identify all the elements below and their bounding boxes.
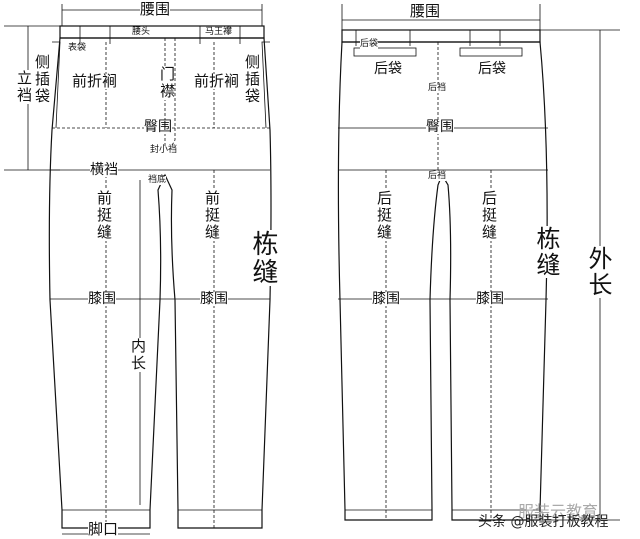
- front-waistband: [59, 25, 265, 39]
- front-knee-left-label: 膝围: [88, 291, 116, 307]
- front-waist-label: 腰围: [140, 0, 171, 18]
- inseam-cross-label: 裆底: [148, 175, 167, 185]
- front-side-seam-label: 栋缝: [248, 230, 278, 286]
- front-outline: [48, 37, 272, 529]
- back-rise-label: 后裆: [428, 83, 447, 93]
- back-pocket-right: [459, 47, 523, 57]
- back-pocket-left: [353, 47, 417, 57]
- front-hip-label: 臀围: [144, 119, 172, 135]
- back-knee-right-label: 膝围: [476, 291, 504, 307]
- back-pocket-small-label: 后袋: [360, 39, 379, 49]
- watch-pocket-label: 表袋: [68, 43, 87, 53]
- side-pocket-right-label: 侧插袋: [243, 54, 261, 105]
- rise-label: 立裆: [15, 70, 33, 104]
- back-crease-right-label: 后挺缝: [480, 190, 498, 241]
- back-outline: [337, 41, 548, 521]
- back-pocket-left-label: 后袋: [374, 61, 402, 77]
- fly-end-label: 封小裆: [150, 145, 178, 155]
- watermark-ghost: 服装云教育: [518, 502, 599, 521]
- front-crease-right-label: 前挺缝: [203, 190, 221, 241]
- inseam-label: 内长: [129, 338, 147, 372]
- back-pocket-right-label: 后袋: [478, 61, 506, 77]
- back-hip-label: 臀围: [426, 119, 454, 135]
- back-inseam-cross-label: 后裆: [428, 171, 447, 181]
- back-knee-left-label: 膝围: [372, 291, 400, 307]
- side-pocket-left-label: 侧插袋: [33, 54, 51, 105]
- front-knee-right-label: 膝围: [200, 291, 228, 307]
- back-crease-left-label: 后挺缝: [375, 190, 393, 241]
- hem-label: 脚口: [88, 520, 119, 538]
- waistband-label: 腰头: [132, 27, 151, 37]
- thigh-label: 横裆: [90, 162, 118, 178]
- watermark-text: 头条 @服装打板教程: [478, 514, 609, 530]
- pleat-right-label: 前折裥: [194, 72, 240, 90]
- belt-loop-label: 马王襻: [205, 27, 233, 37]
- fly-label: 门襟: [158, 66, 176, 100]
- back-waist-label: 腰围: [410, 2, 441, 20]
- back-trousers: [337, 4, 620, 521]
- back-side-seam-label: 栋缝: [532, 226, 560, 278]
- pleat-left-label: 前折裥: [72, 72, 118, 90]
- outseam-label: 外长: [584, 246, 612, 298]
- front-crease-left-label: 前挺缝: [95, 190, 113, 241]
